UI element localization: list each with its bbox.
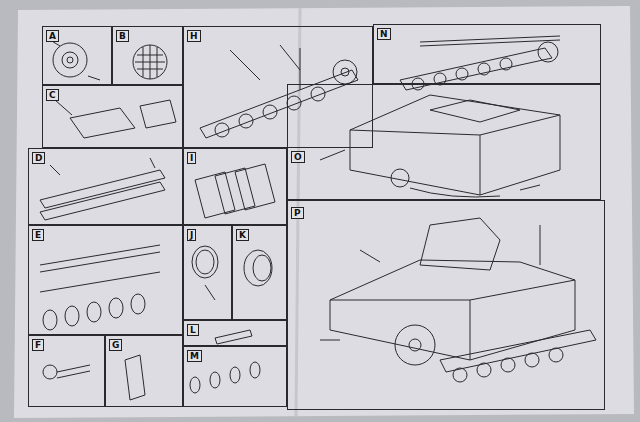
hull-assembly [320, 95, 560, 197]
instruction-panel: H [183, 26, 373, 148]
panel-letter: M [187, 350, 202, 362]
panel-letter: A [46, 30, 59, 42]
vehicle-assembly [320, 218, 596, 382]
panel-letter: F [32, 339, 44, 351]
paper-sheet [14, 6, 634, 418]
instruction-panel: B [112, 26, 183, 85]
instruction-panel: K [232, 225, 287, 320]
instruction-panel: M [183, 346, 287, 407]
track-assembly [400, 36, 560, 90]
running-gear [40, 245, 160, 330]
ring-part [192, 246, 218, 300]
instruction-panel: N [373, 24, 601, 84]
instruction-panel: G [105, 335, 183, 407]
plate-part [195, 164, 275, 218]
panel-letter: C [46, 89, 59, 101]
panel-letter: L [187, 324, 199, 336]
panel-letter: K [236, 229, 249, 241]
instruction-panel: A [42, 26, 112, 85]
instruction-panel: C [42, 85, 183, 148]
panel-letter: D [32, 152, 45, 164]
small-part [43, 355, 145, 400]
plate-part [55, 100, 176, 138]
panel-letter: I [187, 152, 196, 164]
instruction-panel: E [28, 225, 183, 335]
instruction-panel: I [183, 148, 287, 225]
panel-letter: E [32, 229, 44, 241]
wheel-part [244, 250, 272, 286]
panel-letter: O [291, 151, 305, 163]
panel-letter: B [116, 30, 129, 42]
instruction-panel: L [183, 320, 287, 346]
wheel-part [133, 45, 167, 79]
panel-letter: G [109, 339, 122, 351]
panel-letter: H [187, 30, 201, 42]
instruction-panel: D [28, 148, 183, 225]
suspension-assembly [200, 45, 358, 138]
track-links [40, 158, 165, 220]
wheel-part [50, 40, 100, 80]
instruction-panel: P [287, 200, 605, 410]
instruction-panel: O [287, 84, 601, 200]
panel-letter: P [291, 207, 304, 219]
instruction-panel: F [28, 335, 105, 407]
instruction-panel: J [183, 225, 232, 320]
panel-letter: N [377, 28, 391, 40]
panel-letter: J [187, 229, 196, 241]
